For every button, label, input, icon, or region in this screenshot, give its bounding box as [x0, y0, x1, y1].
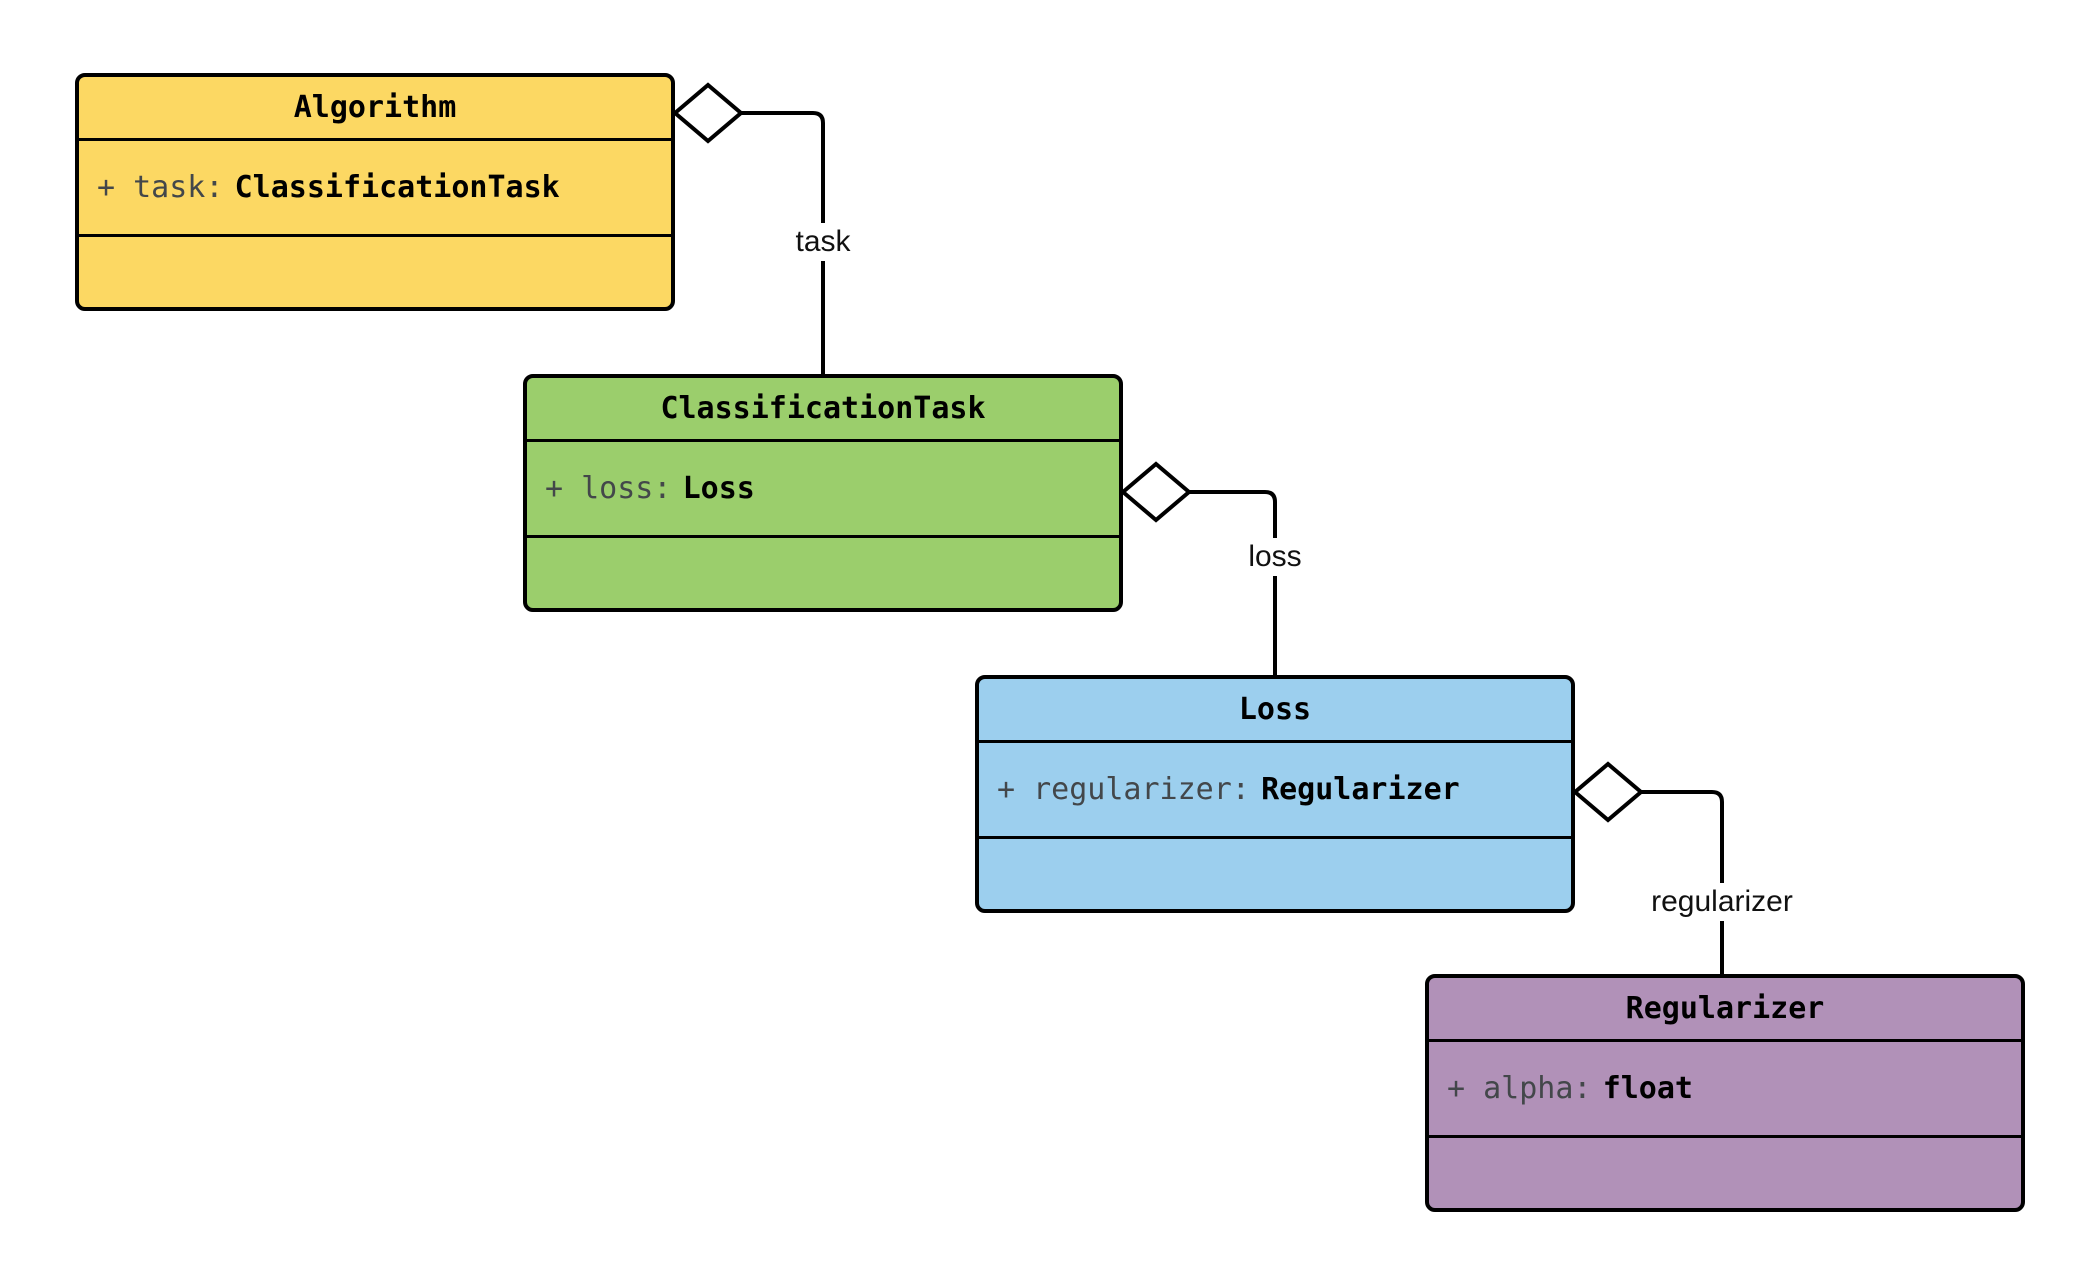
class-methods-empty [527, 538, 1119, 608]
edge-task-line [741, 111, 825, 374]
class-title: Algorithm [79, 77, 671, 141]
class-box-loss: Loss + regularizer: Regularizer [975, 675, 1575, 913]
class-title: Regularizer [1429, 978, 2021, 1042]
class-attributes: + alpha: float [1429, 1042, 2021, 1138]
attribute-name: + task: [97, 170, 224, 205]
class-attributes: + task: ClassificationTask [79, 141, 671, 237]
edge-regularizer-line [1641, 790, 1724, 974]
attribute-type: Regularizer [1261, 772, 1460, 807]
aggregation-diamond-icon [671, 82, 745, 144]
aggregation-diamond-icon [1571, 761, 1645, 823]
class-methods-empty [1429, 1138, 2021, 1208]
edge-loss [1119, 461, 1277, 675]
attribute-type: float [1602, 1071, 1693, 1106]
attribute-name: + alpha: [1447, 1071, 1592, 1106]
class-methods-empty [979, 839, 1571, 909]
class-attributes: + regularizer: Regularizer [979, 743, 1571, 839]
edge-label-task: task [787, 223, 859, 261]
class-methods-empty [79, 237, 671, 307]
edge-label-loss: loss [1240, 538, 1310, 576]
edge-task [671, 82, 825, 374]
class-title: ClassificationTask [527, 378, 1119, 442]
attribute-name: + regularizer: [997, 772, 1250, 807]
class-attributes: + loss: Loss [527, 442, 1119, 538]
class-box-algorithm: Algorithm + task: ClassificationTask [75, 73, 675, 311]
class-title: Loss [979, 679, 1571, 743]
attribute-name: + loss: [545, 471, 672, 506]
attribute-type: Loss [682, 471, 755, 506]
edge-regularizer [1571, 761, 1724, 974]
edge-loss-line [1189, 490, 1277, 675]
class-box-regularizer: Regularizer + alpha: float [1425, 974, 2025, 1212]
edge-label-regularizer: regularizer [1643, 883, 1801, 921]
aggregation-diamond-icon [1119, 461, 1193, 523]
attribute-type: ClassificationTask [234, 170, 560, 205]
class-box-classificationtask: ClassificationTask + loss: Loss [523, 374, 1123, 612]
